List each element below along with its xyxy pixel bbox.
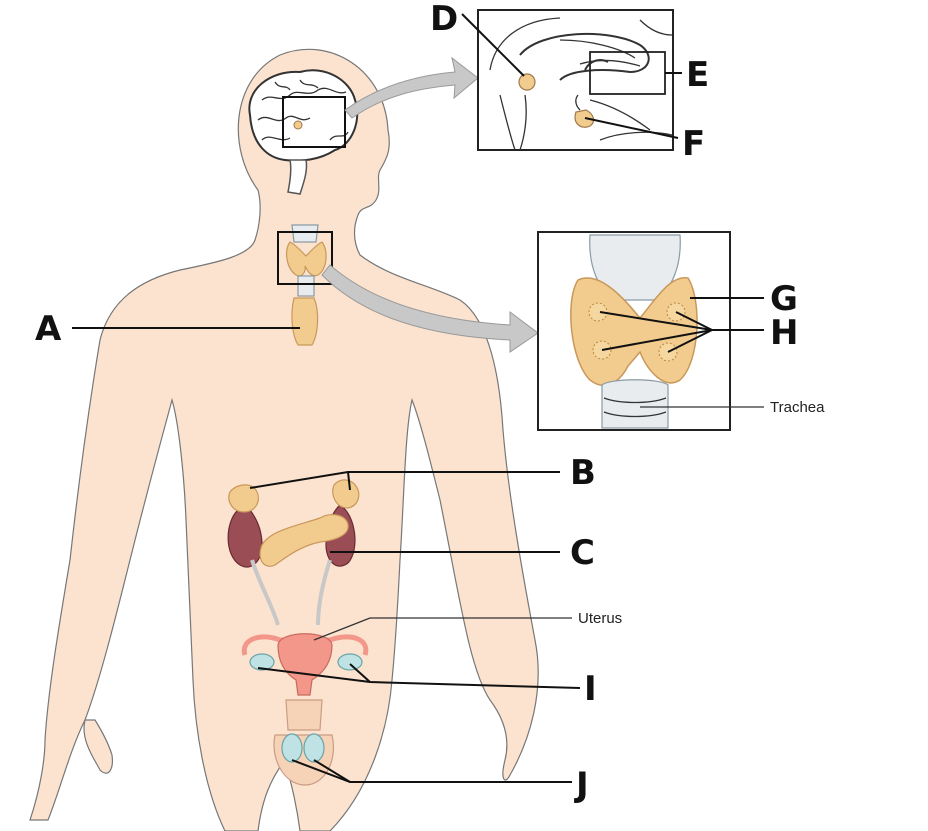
label-f: F — [682, 124, 705, 164]
neck-organs — [277, 224, 333, 346]
left-testis — [281, 733, 303, 763]
body-silhouette — [29, 48, 539, 831]
brainstem — [287, 159, 308, 195]
leader-h2 — [675, 311, 713, 331]
label-uterus: Uterus — [578, 610, 622, 627]
leader-uterus — [313, 617, 371, 641]
brain-inset-frame — [477, 9, 674, 151]
male-reproductive — [273, 699, 334, 786]
pituitary-gland — [574, 109, 595, 128]
label-trachea: Trachea — [770, 399, 825, 416]
body-outline — [29, 48, 539, 831]
trachea-rings — [603, 397, 667, 418]
leader-b2 — [347, 471, 351, 491]
inset-brain-contours — [489, 17, 673, 151]
label-j: J — [574, 765, 589, 805]
label-e: E — [686, 55, 709, 95]
label-a: A — [35, 309, 62, 349]
abdomen-organs — [227, 479, 360, 626]
label-h: H — [770, 313, 798, 353]
label-c: C — [570, 533, 595, 573]
trachea-large — [601, 379, 669, 429]
fornix — [584, 59, 609, 71]
thymus — [291, 297, 319, 346]
parathyroid-1 — [588, 302, 608, 322]
left-thumb — [83, 719, 113, 774]
brain-inset — [477, 9, 674, 151]
small-pineal-dot — [293, 120, 303, 130]
thyroid-small — [286, 241, 327, 277]
pancreas — [259, 514, 349, 567]
brain-inset-box — [282, 96, 346, 148]
pineal-gland — [518, 73, 536, 91]
leader-h4 — [667, 329, 713, 353]
leader-f — [584, 117, 679, 139]
left-ureter — [250, 559, 280, 626]
female-reproductive — [241, 633, 369, 696]
thyroid-inset — [537, 231, 731, 431]
larynx — [291, 224, 319, 243]
brain — [248, 69, 359, 195]
right-testis — [303, 733, 325, 763]
leader-j2 — [313, 759, 351, 783]
leader-d — [461, 13, 525, 77]
left-kidney — [227, 509, 263, 568]
thyroid-inset-arrow — [321, 264, 539, 353]
right-adrenal — [332, 479, 360, 509]
right-ovary — [337, 653, 363, 671]
trachea-small — [297, 275, 315, 297]
leader-h3 — [601, 329, 713, 351]
left-adrenal — [228, 484, 259, 513]
label-i: I — [584, 669, 597, 709]
penis — [285, 699, 323, 731]
pituitary-stalk — [575, 94, 581, 111]
labels: A B C D E F G H Trachea Uterus I J — [35, 0, 825, 805]
label-b: B — [570, 453, 596, 493]
label-g: G — [770, 279, 798, 319]
leader-i2 — [349, 663, 371, 683]
right-ureter — [316, 559, 332, 626]
brain-folds — [257, 79, 349, 141]
leader-lines — [72, 13, 764, 783]
left-ovary — [249, 653, 275, 671]
thyroid-inset-box — [277, 231, 333, 285]
brain-inset-arrow — [344, 56, 479, 119]
label-d: D — [430, 0, 458, 39]
